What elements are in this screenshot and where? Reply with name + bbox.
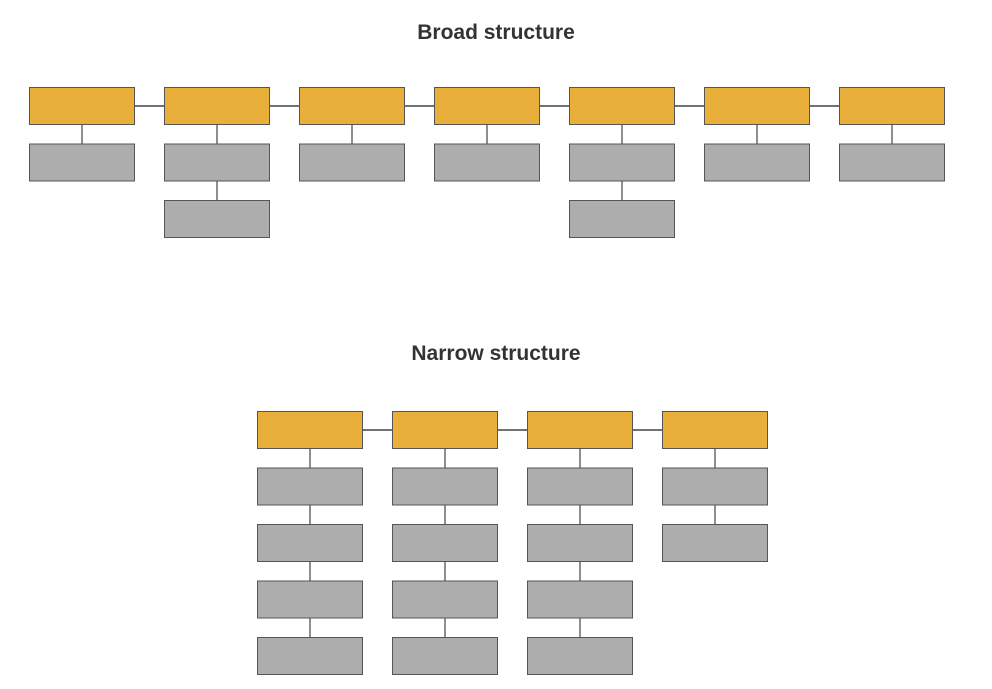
narrow-header-box	[257, 411, 363, 449]
broad-structure	[29, 87, 945, 238]
narrow-header-box	[392, 411, 498, 449]
narrow-header-box	[662, 411, 768, 449]
broad-header-box	[164, 87, 270, 125]
narrow-child-box	[527, 637, 633, 675]
broad-child-box	[164, 143, 270, 182]
broad-child-box	[569, 200, 675, 238]
narrow-child-box	[392, 580, 498, 619]
broad-child-box	[29, 143, 135, 182]
narrow-child-box	[527, 580, 633, 619]
narrow-child-box	[257, 637, 363, 675]
broad-header-box	[839, 87, 945, 125]
narrow-structure-title: Narrow structure	[411, 342, 581, 365]
narrow-child-box	[257, 580, 363, 619]
narrow-child-box	[527, 467, 633, 506]
narrow-child-box	[662, 524, 768, 562]
broad-header-box	[704, 87, 810, 125]
broad-child-box	[164, 200, 270, 238]
broad-child-box	[299, 143, 405, 182]
broad-header-box	[434, 87, 540, 125]
broad-header-box	[299, 87, 405, 125]
narrow-child-box	[257, 467, 363, 506]
narrow-child-box	[257, 524, 363, 562]
broad-child-box	[434, 143, 540, 182]
broad-child-box	[839, 143, 945, 182]
broad-structure-title: Broad structure	[417, 21, 575, 44]
broad-child-box	[704, 143, 810, 182]
narrow-child-box	[392, 524, 498, 562]
broad-header-box	[29, 87, 135, 125]
narrow-child-box	[392, 637, 498, 675]
broad-child-box	[569, 143, 675, 182]
narrow-header-box	[527, 411, 633, 449]
broad-header-box	[569, 87, 675, 125]
narrow-structure	[257, 411, 768, 675]
narrow-child-box	[392, 467, 498, 506]
narrow-child-box	[527, 524, 633, 562]
narrow-child-box	[662, 467, 768, 506]
